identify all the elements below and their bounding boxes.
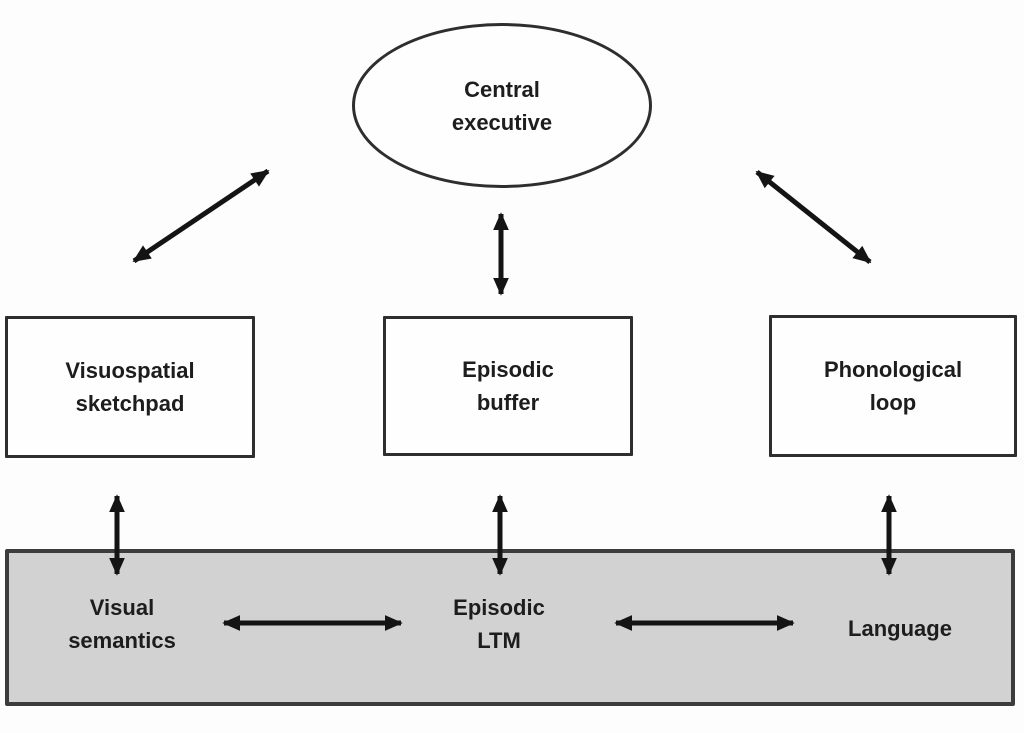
node-label: buffer (476, 390, 540, 415)
node-label: Central (464, 76, 540, 102)
ltm-panel (5, 549, 1015, 706)
node-visuospatial-sketchpad: Visuospatial sketchpad (5, 316, 255, 458)
node-visual-semantics: Visual semantics (32, 591, 212, 657)
node-label: loop (869, 390, 917, 415)
node-label: Phonological (823, 357, 963, 382)
arrow-central-executive-phonological-loop (755, 170, 872, 264)
node-label: LTM (477, 628, 521, 653)
arrow-central-executive-visuospatial-sketchpad (132, 168, 270, 264)
node-label: Visuospatial (65, 358, 195, 383)
node-label: executive (451, 109, 553, 135)
node-episodic-buffer: Episodic buffer (383, 316, 633, 456)
node-central-executive: Central executive (352, 23, 652, 188)
node-label: Episodic (453, 595, 545, 620)
node-label: Language (848, 616, 952, 641)
node-label: Visual (89, 595, 155, 620)
node-phonological-loop: Phonological loop (769, 315, 1017, 457)
node-label: semantics (68, 628, 176, 653)
node-label: Episodic (462, 357, 554, 382)
node-language: Language (810, 612, 990, 645)
node-label: sketchpad (75, 391, 185, 416)
node-episodic-ltm: Episodic LTM (409, 591, 589, 657)
